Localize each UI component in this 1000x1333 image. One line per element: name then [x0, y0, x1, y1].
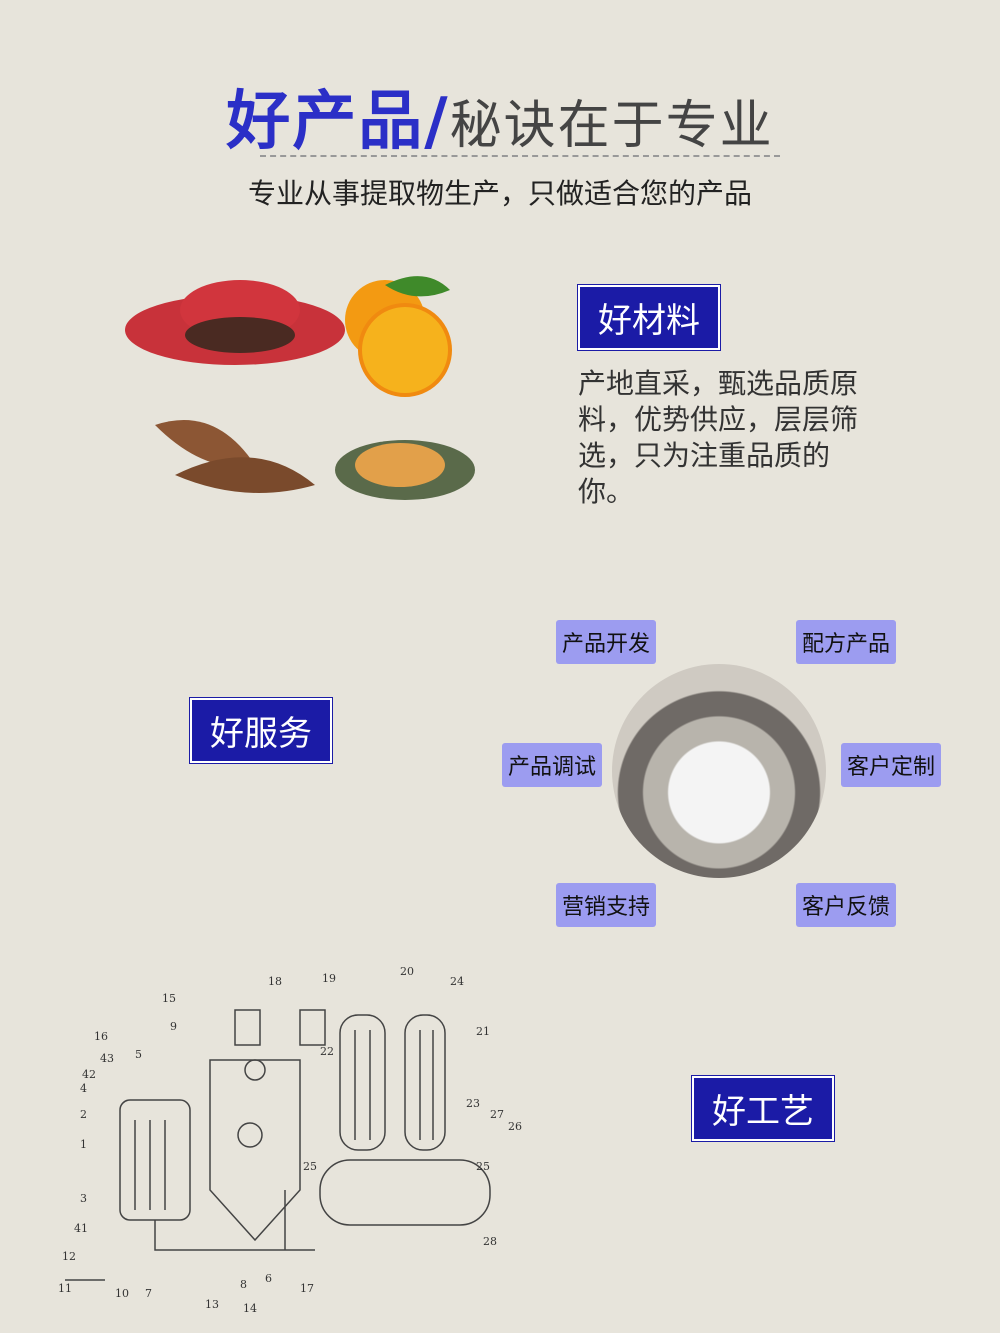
diagram-label: 23: [466, 1097, 480, 1110]
service-item-product-testing: 产品调试: [502, 743, 603, 787]
diagram-label: 12: [62, 1250, 76, 1263]
diagram-label: 24: [450, 975, 464, 988]
materials-description: 产地直采，甄选品质原料，优势供应，层层筛选，只为注重品质的你。: [578, 367, 859, 508]
diagram-label: 43: [100, 1052, 114, 1065]
page-title: 好产品/秘诀在于专业: [0, 70, 1000, 162]
meeting-photo: [612, 664, 826, 878]
diagram-label: 11: [58, 1282, 72, 1295]
diagram-label: 10: [115, 1287, 129, 1300]
diagram-label: 7: [145, 1287, 152, 1300]
equipment-diagram: [65, 1009, 491, 1281]
diagram-label: 16: [94, 1030, 108, 1043]
diagram-label: 2: [80, 1108, 87, 1121]
service-tag: 好服务: [190, 698, 332, 763]
service-item-customization: 客户定制: [841, 743, 942, 787]
diagram-label: 25: [303, 1160, 317, 1173]
diagram-label: 5: [135, 1048, 142, 1061]
diagram-label: 27: [490, 1108, 504, 1121]
materials-tag: 好材料: [578, 285, 720, 350]
craft-tag: 好工艺: [692, 1076, 834, 1141]
diagram-label: 22: [320, 1045, 334, 1058]
service-item-customer-feedback: 客户反馈: [796, 883, 897, 927]
diagram-label: 41: [74, 1222, 88, 1235]
title-highlight: 好产品/: [226, 85, 450, 159]
diagram-label: 19: [322, 972, 336, 985]
diagram-label: 26: [508, 1120, 522, 1133]
subtitle: 专业从事提取物生产，只做适合您的产品: [247, 177, 752, 210]
diagram-label: 3: [80, 1192, 87, 1205]
diagram-label: 14: [243, 1302, 257, 1315]
diagram-label: 1: [80, 1138, 87, 1151]
divider: [260, 155, 780, 157]
title-rest: 秘诀在于专业: [449, 96, 774, 156]
diagram-label: 9: [170, 1020, 177, 1033]
diagram-label: 28: [483, 1235, 497, 1248]
ingredients-image: [125, 276, 475, 500]
diagram-label: 13: [205, 1298, 219, 1311]
service-item-product-development: 产品开发: [556, 620, 657, 664]
diagram-label: 17: [300, 1282, 314, 1295]
diagram-label: 42: [82, 1068, 96, 1081]
diagram-label: 18: [268, 975, 282, 988]
diagram-label: 6: [265, 1272, 272, 1285]
diagram-label: 20: [400, 965, 414, 978]
diagram-label: 4: [80, 1082, 87, 1095]
diagram-label: 25: [476, 1160, 490, 1173]
service-item-formula-products: 配方产品: [796, 620, 897, 664]
diagram-label: 15: [162, 992, 176, 1005]
service-item-marketing-support: 营销支持: [556, 883, 657, 927]
diagram-label: 8: [240, 1278, 247, 1291]
diagram-label: 21: [476, 1025, 490, 1038]
